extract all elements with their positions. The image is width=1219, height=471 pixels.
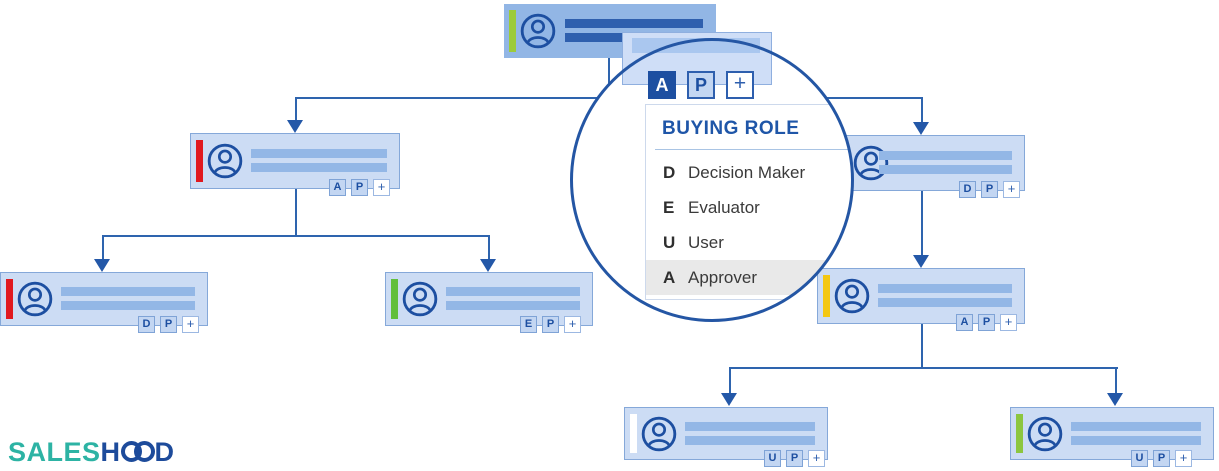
connector-line <box>729 367 731 393</box>
text-line-placeholder <box>251 163 387 172</box>
role-badge[interactable]: U <box>1131 450 1148 467</box>
role-option-decision-maker[interactable]: D Decision Maker <box>646 155 853 190</box>
org-node-right-grandchild-1[interactable]: U P + <box>624 407 828 467</box>
role-badge[interactable]: E <box>520 316 537 333</box>
text-line-placeholder <box>879 165 1012 174</box>
connector-line <box>921 324 923 369</box>
org-node-left-child-1[interactable]: D P + <box>0 272 208 333</box>
status-stripe <box>391 279 398 319</box>
status-stripe <box>6 279 13 319</box>
text-line-placeholder <box>878 298 1012 307</box>
role-badge[interactable]: D <box>138 316 155 333</box>
logo-h-text: H <box>100 437 121 467</box>
role-option-evaluator[interactable]: E Evaluator <box>646 190 853 225</box>
role-badge-approver-active[interactable]: A <box>648 71 676 99</box>
role-label: Evaluator <box>688 197 760 217</box>
connector-line <box>921 97 923 122</box>
add-role-badge[interactable]: + <box>726 71 754 99</box>
connector-line <box>102 235 490 237</box>
role-badge[interactable]: P <box>981 181 998 198</box>
org-node-manager-left[interactable]: A P + <box>190 133 400 196</box>
text-line-placeholder <box>446 287 580 296</box>
connector-line <box>488 235 490 259</box>
org-node-manager-right[interactable]: D P + <box>836 135 1025 198</box>
role-option-approver[interactable]: A Approver <box>646 260 853 295</box>
logo-sales-text: SALES <box>8 437 101 467</box>
connector-arrow <box>287 120 303 133</box>
text-line-placeholder <box>879 151 1012 160</box>
role-badge[interactable]: P <box>160 316 177 333</box>
connector-line <box>295 97 297 120</box>
logo-d-text: D <box>154 437 175 467</box>
connector-arrow <box>913 255 929 268</box>
saleshood-logo: SALESH D <box>8 437 175 468</box>
connector-line <box>295 189 297 237</box>
connector-line <box>1115 367 1117 393</box>
org-node-right-grandchild-2[interactable]: U P + <box>1010 407 1214 467</box>
connector-line <box>608 58 610 99</box>
person-icon <box>520 13 556 49</box>
role-badge[interactable]: A <box>956 314 973 331</box>
text-line-placeholder <box>251 149 387 158</box>
person-icon <box>853 145 889 181</box>
status-stripe <box>1016 414 1023 453</box>
text-line-placeholder <box>685 421 815 431</box>
add-role-badge[interactable]: + <box>808 450 825 467</box>
person-icon <box>641 416 677 451</box>
role-badge[interactable]: D <box>959 181 976 198</box>
status-stripe <box>630 414 637 453</box>
connector-arrow <box>721 393 737 406</box>
person-icon <box>1027 416 1063 451</box>
org-node-left-child-2[interactable]: E P + <box>385 272 593 333</box>
connector-line <box>102 235 104 259</box>
person-icon <box>402 281 438 317</box>
role-key: D <box>663 162 676 182</box>
text-line-placeholder <box>632 38 760 53</box>
add-role-badge[interactable]: + <box>564 316 581 333</box>
connector-arrow <box>94 259 110 272</box>
role-option-user[interactable]: U User <box>646 225 853 260</box>
role-badge[interactable]: A <box>329 179 346 196</box>
role-label: User <box>688 232 724 252</box>
text-line-placeholder <box>685 435 815 445</box>
role-badge[interactable]: P <box>542 316 559 333</box>
connector-arrow <box>1107 393 1123 406</box>
role-badge[interactable]: P <box>978 314 995 331</box>
add-role-badge[interactable]: + <box>373 179 390 196</box>
role-badge[interactable]: P <box>351 179 368 196</box>
role-key: A <box>663 267 676 287</box>
add-role-badge[interactable]: + <box>1000 314 1017 331</box>
buying-role-panel: BUYING ROLE D Decision Maker E Evaluator… <box>645 104 853 300</box>
text-line-placeholder <box>878 284 1012 293</box>
connector-line <box>921 191 923 255</box>
status-stripe <box>196 140 203 182</box>
text-line-placeholder <box>446 301 580 310</box>
text-line-placeholder <box>1071 435 1201 445</box>
logo-o-ring-icon <box>133 441 155 462</box>
connector-arrow <box>913 122 929 135</box>
role-badge[interactable]: U <box>764 450 781 467</box>
text-line-placeholder <box>61 301 195 310</box>
add-role-badge[interactable]: + <box>182 316 199 333</box>
person-icon <box>207 143 243 179</box>
role-key: E <box>663 197 675 217</box>
text-line-placeholder <box>61 287 195 296</box>
role-key: U <box>663 232 676 252</box>
role-badge[interactable]: P <box>687 71 715 99</box>
role-label: Decision Maker <box>688 162 806 182</box>
role-label: Approver <box>688 267 757 287</box>
role-badge[interactable]: P <box>786 450 803 467</box>
text-line-placeholder <box>1071 421 1201 431</box>
role-badge[interactable]: P <box>1153 450 1170 467</box>
divider <box>655 149 853 150</box>
panel-title: BUYING ROLE <box>662 118 800 139</box>
add-role-badge[interactable]: + <box>1175 450 1192 467</box>
connector-arrow <box>480 259 496 272</box>
person-icon <box>17 281 53 317</box>
connector-line <box>729 367 1118 369</box>
text-line-placeholder <box>565 19 703 28</box>
add-role-badge[interactable]: + <box>1003 181 1020 198</box>
status-stripe <box>509 10 516 52</box>
